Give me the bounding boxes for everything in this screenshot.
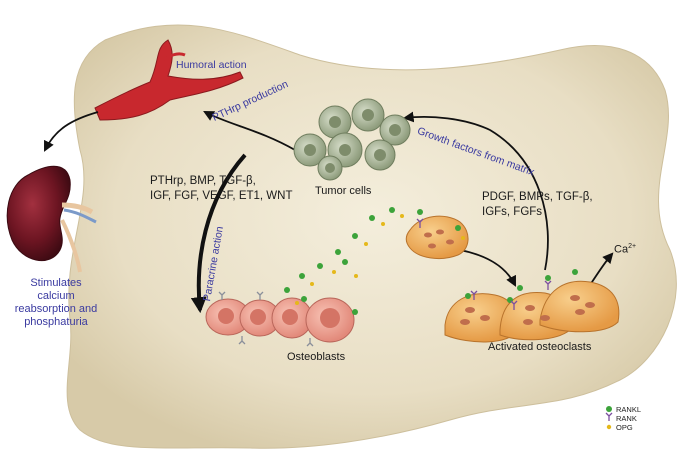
legend-opg-label: OPG	[616, 423, 633, 432]
arrow-pthrp-production	[203, 111, 296, 151]
tumor-cell	[317, 155, 343, 181]
legend-rankl-marker	[606, 406, 612, 412]
osteoblast-cell	[239, 299, 281, 337]
tumor-cell	[318, 105, 352, 139]
legend-opg-marker	[606, 424, 612, 430]
arrow-paracrine-action	[190, 153, 247, 314]
arrow-growth-factors	[402, 111, 549, 271]
label-factors-left-line1: PTHrp, BMP, TGF-β,	[150, 175, 256, 187]
legend-rank-label: RANK	[616, 414, 637, 423]
tumor-cell	[379, 114, 411, 146]
tumor-cell	[364, 139, 396, 171]
label-factors-left-line2: IGF, FGF, VEGF, ET1, WNT	[150, 190, 293, 202]
label-osteoblasts: Osteoblasts	[287, 351, 346, 363]
kidney	[6, 165, 97, 273]
blood-vessel	[94, 39, 244, 121]
tumor-cell-cluster	[293, 98, 411, 181]
legend-rank-marker	[605, 412, 613, 421]
activated-osteoclast-cell	[539, 280, 620, 333]
osteoblast-cell	[205, 298, 251, 336]
arrow-vessel-to-kidney	[44, 111, 99, 152]
arrow-preosteoclast-to-active	[459, 249, 516, 287]
label-factors-right-line1: PDGF, BMPs, TGF-β,	[482, 191, 593, 203]
bone-background	[66, 24, 677, 449]
legend-rankl-label: RANKL	[616, 405, 642, 414]
tumor-cell	[293, 133, 327, 167]
rankl-opg-particles	[218, 207, 578, 347]
label-kidney-effect: Stimulates calcium reabsorption and phos…	[14, 277, 98, 328]
activated-osteoclast-group	[444, 280, 620, 343]
label-calcium: Ca2+	[614, 243, 637, 256]
label-factors-right-line2: IGFs, FGFs	[482, 206, 543, 218]
osteoblast-cell	[305, 297, 355, 343]
label-tumor-cells: Tumor cells	[315, 185, 372, 197]
label-activated-osteoclasts: Activated osteoclasts	[488, 341, 592, 353]
osteoblast-group	[205, 297, 355, 343]
tumor-cell	[351, 98, 385, 132]
label-humoral-action: Humoral action	[176, 59, 247, 71]
preosteoclast-cell	[405, 215, 469, 259]
arrow-calcium-release	[589, 252, 614, 286]
